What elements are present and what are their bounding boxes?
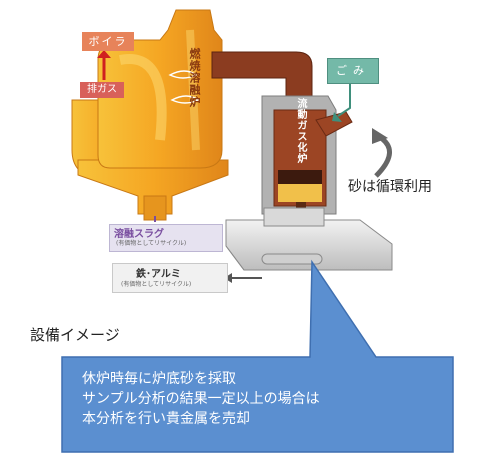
iron-aluminum-label: 鉄･アルミ — [136, 269, 181, 280]
iron-aluminum-box — [112, 263, 228, 293]
slag-funnel — [77, 159, 229, 221]
molten-slag-box — [109, 224, 223, 252]
connecting-duct — [211, 51, 313, 97]
sand-recycle-arrow — [372, 128, 392, 178]
molten-slag-label: 溶融スラグ — [114, 229, 164, 240]
boiler-label: ボイラ — [82, 32, 134, 51]
conveyor-base — [225, 207, 393, 271]
melting-furnace-label: 燃焼溶融炉 — [188, 48, 201, 108]
sand-recycle-label: 砂は循環利用 — [348, 179, 432, 195]
gasification-furnace — [261, 95, 353, 218]
equipment-image-caption: 設備イメージ — [30, 326, 120, 344]
callout-box — [61, 259, 454, 453]
boiler-arrow — [97, 50, 111, 80]
waste-arrow — [332, 84, 351, 122]
exhaust-gas-label: 排ガス — [80, 82, 124, 98]
callout-line-3: 本分析を行い貴金属を売却 — [82, 411, 250, 427]
gasification-furnace-label: 流動ガス化炉 — [295, 98, 306, 164]
molten-slag-note: (有価物としてリサイクル) — [116, 240, 187, 247]
callout-line-1: 休炉時毎に炉底砂を採取 — [82, 371, 236, 387]
iron-aluminum-note: (有価物としてリサイクル) — [121, 281, 192, 288]
waste-label: ごみ — [327, 58, 379, 84]
callout-text: 休炉時毎に炉底砂を採取 サンプル分析の結果一定以上の場合は 本分析を行い貴金属を… — [82, 369, 320, 429]
metal-arrow — [224, 273, 262, 283]
callout-line-2: サンプル分析の結果一定以上の場合は — [82, 391, 320, 407]
